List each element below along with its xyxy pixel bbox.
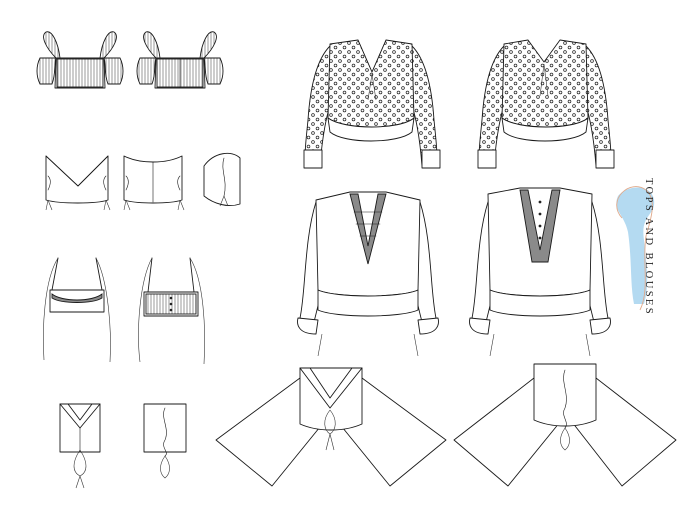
dotted-blouse-front <box>303 39 441 169</box>
puff-sleeve-corset-front <box>36 31 124 89</box>
lace-up-blouse-back <box>469 187 611 357</box>
brush-accent <box>616 186 655 311</box>
bell-sleeve-top-back <box>453 363 677 487</box>
bralette-back <box>138 257 205 365</box>
collar-tie-top-front <box>59 403 101 489</box>
ruched-crop-top-side <box>203 152 241 207</box>
bell-sleeve-top-front <box>215 367 447 487</box>
ruched-crop-top-front <box>45 155 111 211</box>
puff-sleeve-corset-back <box>136 31 224 89</box>
bralette-front <box>43 257 111 363</box>
collar-tie-top-back <box>143 403 187 479</box>
lace-up-blouse-front <box>297 191 439 357</box>
ruched-crop-top-back <box>123 155 185 211</box>
dotted-blouse-back <box>477 39 615 169</box>
side-title: TOPS AND BLOUSES <box>643 178 654 316</box>
